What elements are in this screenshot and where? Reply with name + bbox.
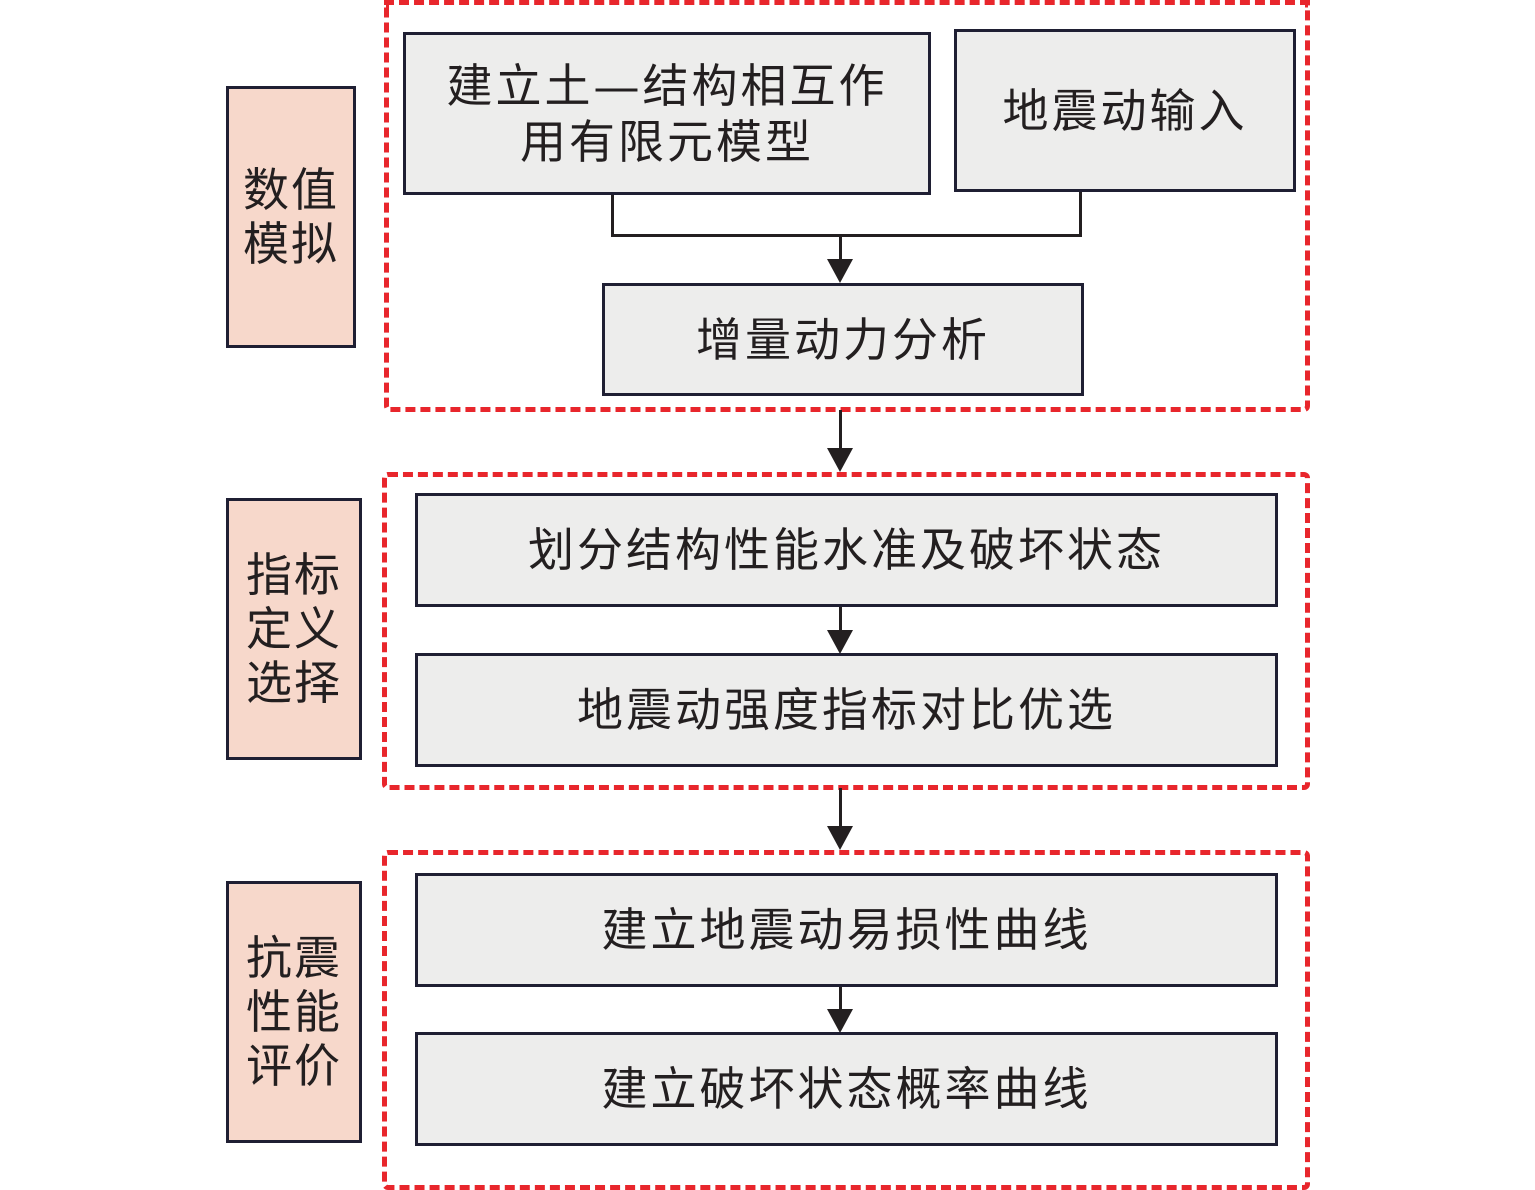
step-text: 建立土—结构相互作用有限元模型 (446, 58, 888, 169)
arrow-down-icon (827, 259, 853, 283)
step-ground-motion-input: 地震动输入 (954, 29, 1296, 192)
step-text: 建立地震动易损性曲线 (601, 903, 1092, 957)
arrow-down-icon (827, 630, 853, 654)
stage-label-text: 数值模拟 (243, 163, 339, 271)
arrow-down-icon (827, 448, 853, 472)
connector-line (839, 236, 842, 262)
step-incremental-dynamic-analysis: 增量动力分析 (602, 283, 1084, 396)
connector-line (839, 987, 842, 1011)
step-fragility-curve: 建立地震动易损性曲线 (415, 873, 1278, 987)
stage-group-numerical-simulation (384, 0, 1310, 412)
stage-label-text: 指标定义选择 (246, 548, 342, 710)
stage-label-index-definition: 指标定义选择 (226, 498, 362, 760)
connector-line (839, 410, 842, 452)
step-text: 地震动输入 (1002, 83, 1248, 138)
step-performance-levels: 划分结构性能水准及破坏状态 (415, 493, 1278, 607)
step-build-fe-model: 建立土—结构相互作用有限元模型 (403, 32, 931, 195)
step-intensity-measure-selection: 地震动强度指标对比优选 (415, 653, 1278, 767)
connector-line (839, 607, 842, 631)
arrow-down-icon (827, 826, 853, 850)
step-text: 增量动力分析 (696, 312, 990, 367)
stage-group-index-definition (382, 472, 1310, 790)
connector-line (1079, 192, 1082, 237)
connector-line (611, 234, 1082, 237)
step-text: 划分结构性能水准及破坏状态 (528, 523, 1165, 577)
stage-label-text: 抗震性能评价 (246, 931, 342, 1093)
arrow-down-icon (827, 1009, 853, 1033)
connector-line (611, 195, 614, 237)
step-text: 建立破坏状态概率曲线 (601, 1062, 1092, 1116)
step-damage-probability-curve: 建立破坏状态概率曲线 (415, 1032, 1278, 1146)
step-text: 地震动强度指标对比优选 (577, 683, 1116, 737)
connector-line (839, 788, 842, 830)
stage-label-numerical-simulation: 数值模拟 (226, 86, 356, 348)
stage-label-seismic-evaluation: 抗震性能评价 (226, 881, 362, 1143)
